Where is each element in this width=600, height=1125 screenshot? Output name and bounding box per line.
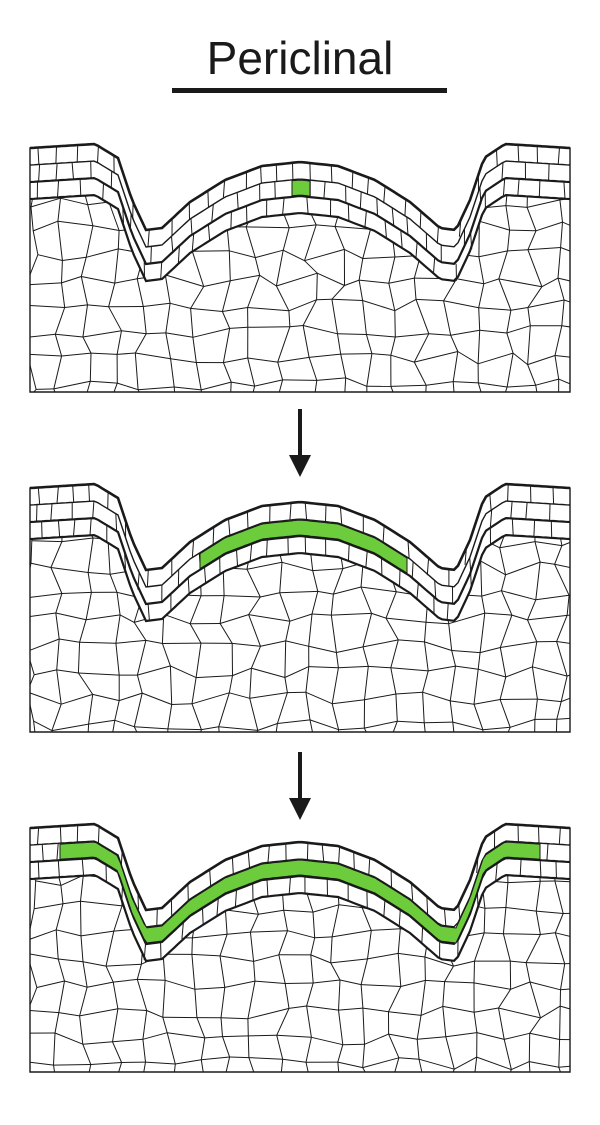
layer-lines-2 xyxy=(29,482,571,623)
marked-sector-3 xyxy=(59,841,541,944)
marked-sector-2 xyxy=(199,519,408,575)
meristem-stage-3 xyxy=(29,822,571,1073)
layer-lines-1 xyxy=(29,142,571,283)
meristem-stage-1 xyxy=(29,142,571,393)
tissue-mesh-2 xyxy=(29,483,571,733)
title-underline xyxy=(172,88,447,93)
progression-arrow-1 xyxy=(289,409,311,477)
progression-arrow-2 xyxy=(289,752,311,820)
marked-sector-1 xyxy=(291,179,311,197)
meristem-stage-2 xyxy=(29,482,571,733)
diagram-title: Periclinal xyxy=(206,32,394,84)
